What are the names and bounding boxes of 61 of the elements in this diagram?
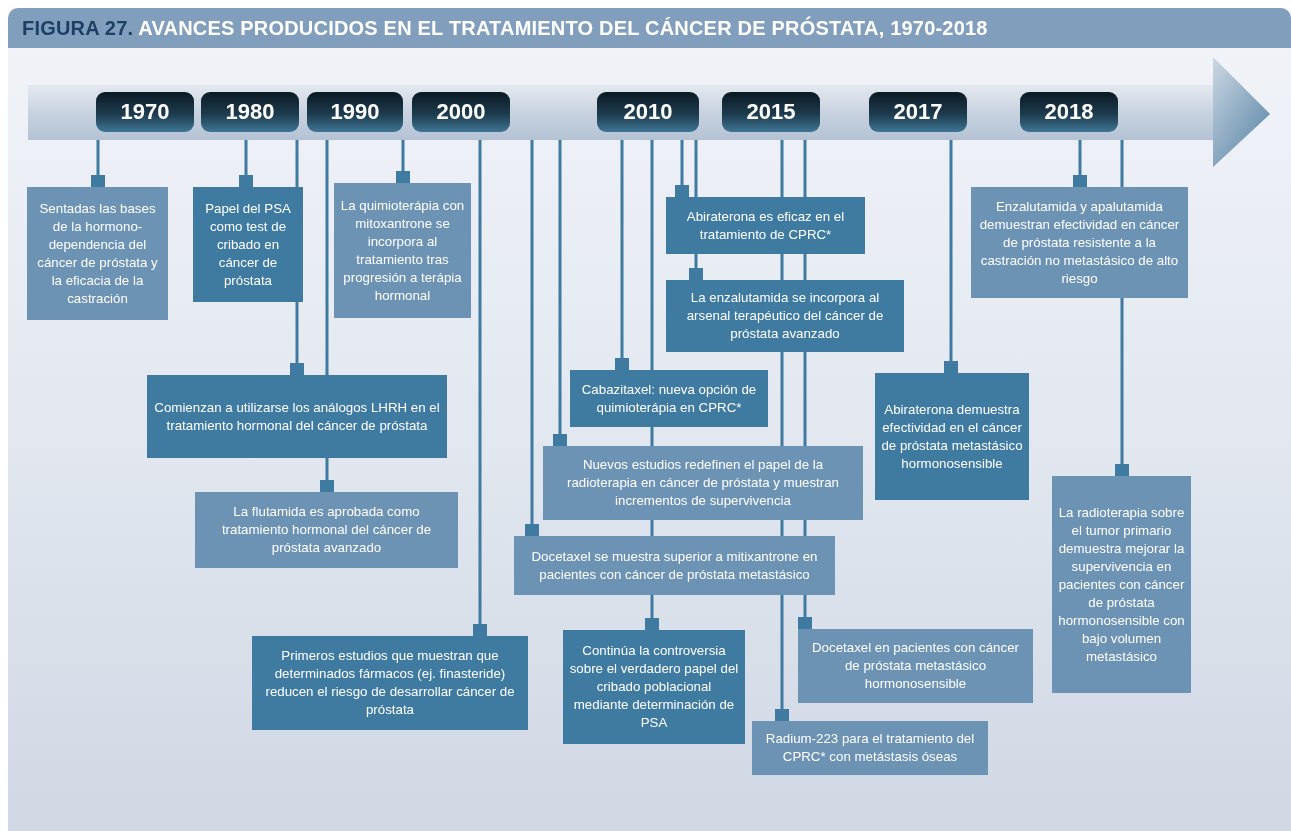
leader-line: [944, 140, 958, 373]
event-box: [27, 187, 168, 320]
title: FIGURA 27. AVANCES PRODUCIDOS EN EL TRATAMIENTO DEL CÁNCER DE PRÓSTATA, 1970-2018: [22, 16, 988, 40]
event-box: [543, 446, 863, 520]
event-text: Papel del PSA como test de cribado en cáncer de próstata: [204, 199, 292, 290]
event-text: La enzalutamida se incorpora al arsenal terapéutico del cáncer de próstata avanzado: [685, 289, 885, 343]
event-box: [334, 183, 471, 318]
event-text: Cabazitaxel: nueva opción de quimioterápia en CPRC*: [580, 380, 758, 417]
event-box: [798, 629, 1033, 703]
event-text: Docetaxel se muestra superior a mitixantrone en pacientes con cáncer de próstata metastásico: [530, 547, 819, 584]
year-badge: [869, 92, 967, 132]
leader-line: [473, 140, 487, 636]
event-box: [971, 187, 1188, 298]
leader-line: [396, 140, 410, 183]
event-text: Docetaxel en pacientes con cáncer de próstata metastásico hormonosensible: [811, 639, 1020, 693]
event-box: [514, 536, 835, 595]
year-badge: [412, 92, 510, 132]
event-box: [252, 636, 528, 730]
event-box: [193, 187, 303, 302]
year-badge: [722, 92, 820, 132]
year-label: 2017: [893, 99, 943, 125]
event-text: Continúa la controversia sobre el verdadero papel del cribado poblacional mediante determinación de PSA: [569, 642, 739, 732]
leader-line: [1073, 140, 1087, 187]
event-box: [666, 197, 865, 254]
year-badge: [201, 92, 299, 132]
year-badge: [307, 92, 403, 132]
event-box: [195, 492, 458, 568]
year-label: 2010: [623, 99, 673, 125]
event-text: Comienzan a utilizarse los análogos LHRH en el tratamiento hormonal del cáncer de próstata: [153, 398, 441, 435]
leader-line: [525, 140, 539, 536]
event-text: Radium-223 para el tratamiento del CPRC* con metástasis óseas: [764, 730, 976, 766]
event-text: Sentadas las bases de la hormono-dependencia del cáncer de próstata y la eficacia de la castración: [36, 199, 159, 308]
year-label: 2018: [1044, 99, 1094, 125]
leader-line: [615, 140, 629, 370]
event-box: [666, 280, 904, 352]
year-label: 2015: [746, 99, 796, 125]
event-box: [570, 370, 768, 427]
leader-line: [239, 140, 253, 187]
event-box: [1052, 476, 1191, 693]
event-text: Abiraterona demuestra efectividad en el cáncer de próstata metastásico hormonosensible: [881, 400, 1023, 473]
year-badge: [1020, 92, 1118, 132]
event-box: [147, 375, 447, 458]
leader-line: [91, 140, 105, 187]
leader-line: [553, 140, 567, 446]
event-text: Enzalutamida y apalutamida demuestran efectividad en cáncer de próstata resistente a la castración no metastásico de alto riesgo: [978, 197, 1181, 288]
event-text: Primeros estudios que muestran que determinados fármacos (ej. finasteride) reducen el riesgo de desarrollar cáncer de próstata: [264, 647, 516, 719]
event-box: [752, 721, 988, 775]
event-box: [563, 630, 745, 744]
year-badge: [597, 92, 699, 132]
event-text: La radioterapia sobre el tumor primario demuestra mejorar la supervivencia en pacientes con cáncer de próstata hormonosensible con bajo volumen metastásico: [1058, 503, 1185, 666]
event-text: Abiraterona es eficaz en el tratamiento de CPRC*: [685, 207, 846, 244]
year-label: 1990: [330, 99, 380, 125]
event-text: La flutamida es aprobada como tratamiento hormonal del cáncer de próstata avanzado: [220, 503, 433, 557]
event-box: [875, 373, 1029, 500]
event-text: La quimioterápia con mitoxantrone se incorpora al tratamiento tras progresión a terápia hormonal: [340, 196, 465, 305]
year-label: 1970: [120, 99, 170, 125]
year-label: 1980: [225, 99, 275, 125]
year-badge: [96, 92, 194, 132]
year-label: 2000: [436, 99, 486, 125]
leader-line: [675, 140, 689, 197]
event-text: Nuevos estudios redefinen el papel de la radioterapia en cáncer de próstata y muestran incrementos de supervivencia: [566, 456, 840, 510]
